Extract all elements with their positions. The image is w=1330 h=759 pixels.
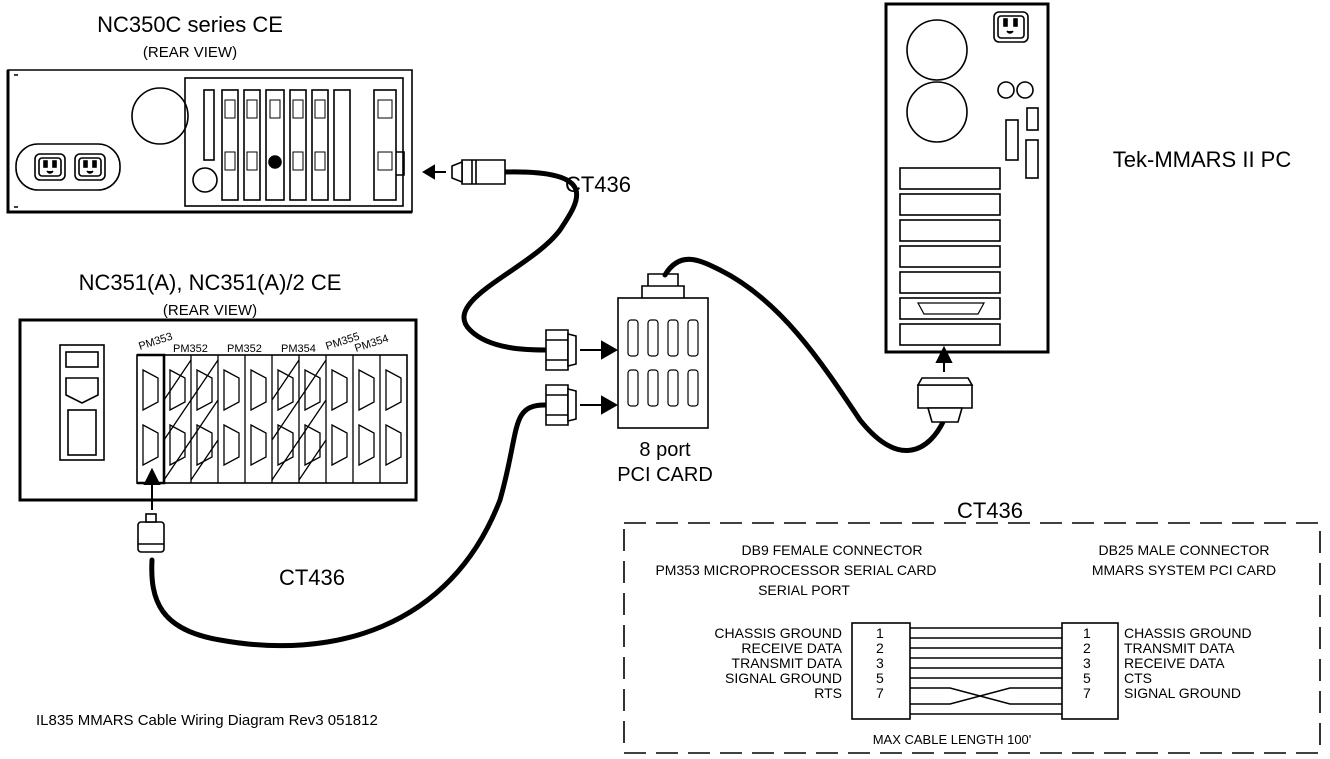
right-pin-number: 7: [1083, 685, 1091, 701]
right-header-line: DB25 MALE CONNECTOR: [1099, 542, 1270, 558]
slot-label: PM354: [281, 343, 316, 355]
arrows: [143, 164, 953, 510]
cable-ct436-bottom: [149, 402, 548, 649]
cable-label-top: CT436: [565, 172, 631, 197]
wire-pin5-to-7: [910, 687, 1062, 705]
cables: [149, 169, 947, 649]
slot-label: PM352: [227, 343, 262, 355]
wire-pin3: [910, 667, 1062, 679]
connector-nc351: [137, 513, 165, 553]
wire-pin7-to-5: [910, 687, 1062, 705]
wire-pin2: [910, 647, 1062, 659]
right-pin-signal: CHASSIS GROUND: [1124, 625, 1252, 641]
right-pin-signal: CTS: [1124, 670, 1152, 686]
left-pin-number: 1: [876, 625, 884, 641]
cable-pc: [662, 256, 947, 453]
wiring-left-header: DB9 FEMALE CONNECTOR PM353 MICROPROCESSO…: [655, 542, 936, 598]
left-pin-signal: RECEIVE DATA: [741, 640, 842, 656]
connector-pc: [916, 377, 974, 423]
cable-label-bottom: CT436: [279, 565, 345, 590]
pc-fan-lower: [906, 81, 968, 143]
right-pin-signal: TRANSMIT DATA: [1124, 640, 1235, 656]
left-header-line: DB9 FEMALE CONNECTOR: [742, 542, 923, 558]
nc350-power-inlet-1: [34, 153, 66, 181]
wire-pin1: [910, 627, 1062, 639]
cable-connectors: [137, 159, 974, 553]
right-header-line: MMARS SYSTEM PCI CARD: [1092, 562, 1276, 578]
nc350-power-inlet-2: [74, 153, 106, 181]
pci-card-breakout: [617, 273, 709, 429]
pc-fan-upper: [906, 19, 968, 81]
nc350-subtitle: (REAR VIEW): [143, 44, 237, 61]
nc351-title: NC351(A), NC351(A)/2 CE: [79, 270, 342, 295]
pc-power-inlet: [993, 11, 1029, 43]
nc350-chassis: [6, 69, 413, 214]
left-header-line: SERIAL PORT: [758, 582, 850, 598]
db25-connector-block: [1061, 622, 1119, 720]
wiring-right-header: DB25 MALE CONNECTOR MMARS SYSTEM PCI CAR…: [1092, 542, 1276, 578]
nc351-subtitle: (REAR VIEW): [163, 302, 257, 319]
left-pin-signal: RTS: [814, 685, 842, 701]
nc350-fan: [131, 87, 189, 145]
wiring-title: CT436: [957, 498, 1023, 523]
left-pin-signal: SIGNAL GROUND: [725, 670, 842, 686]
connector-pci-top: [545, 329, 577, 371]
left-pin-number: 5: [876, 670, 884, 686]
nc351-slot-labels: PM353 PM352 PM352 PM354 PM355 PM354: [137, 331, 390, 355]
connector-pci-bottom: [545, 384, 577, 426]
slot-label: PM353: [137, 331, 174, 353]
right-pin-number: 1: [1083, 625, 1091, 641]
left-pin-signal: CHASSIS GROUND: [714, 625, 842, 641]
connector-nc350: [451, 159, 506, 185]
nc350-power-panel: [15, 143, 121, 191]
arrow-to-pci-bottom: [601, 395, 619, 415]
right-pin-number: 2: [1083, 640, 1091, 656]
wires: [910, 627, 1062, 715]
arrow-to-pci-top: [601, 340, 619, 360]
right-pin-number: 5: [1083, 670, 1091, 686]
right-pin-signal: SIGNAL GROUND: [1124, 685, 1241, 701]
nc351-chassis: [18, 318, 418, 502]
nc350-card-cage: [184, 77, 404, 207]
nc351-slots: [142, 355, 402, 483]
mmars-pc-tower: [884, 2, 1050, 354]
right-pin-list: 1 CHASSIS GROUND 2 TRANSMIT DATA 3 RECEIVE DA…: [1083, 625, 1252, 701]
pci-card-label-1: 8 port: [639, 439, 691, 461]
wiring-box: [623, 522, 1321, 754]
db9-connector-block: [851, 622, 911, 720]
right-pin-signal: RECEIVE DATA: [1124, 655, 1225, 671]
footer-caption: IL835 MMARS Cable Wiring Diagram Rev3 05…: [36, 712, 378, 729]
left-header-line: PM353 MICROPROCESSOR SERIAL CARD: [655, 562, 936, 578]
arrow-to-nc351: [143, 467, 161, 485]
left-pin-number: 7: [876, 685, 884, 701]
right-pin-number: 3: [1083, 655, 1091, 671]
max-cable-length: MAX CABLE LENGTH 100': [873, 732, 1032, 747]
cable-ct436-top: [461, 169, 580, 353]
pci-card-label-2: PCI CARD: [617, 464, 713, 486]
left-pin-signal: TRANSMIT DATA: [732, 655, 843, 671]
arrow-to-nc350: [422, 164, 435, 180]
arrow-to-pc: [935, 345, 953, 363]
slot-label: PM352: [173, 343, 208, 355]
nc350-title: NC350C series CE: [97, 12, 283, 37]
left-pin-number: 2: [876, 640, 884, 656]
left-pin-number: 3: [876, 655, 884, 671]
pc-title: Tek-MMARS II PC: [1113, 147, 1292, 172]
